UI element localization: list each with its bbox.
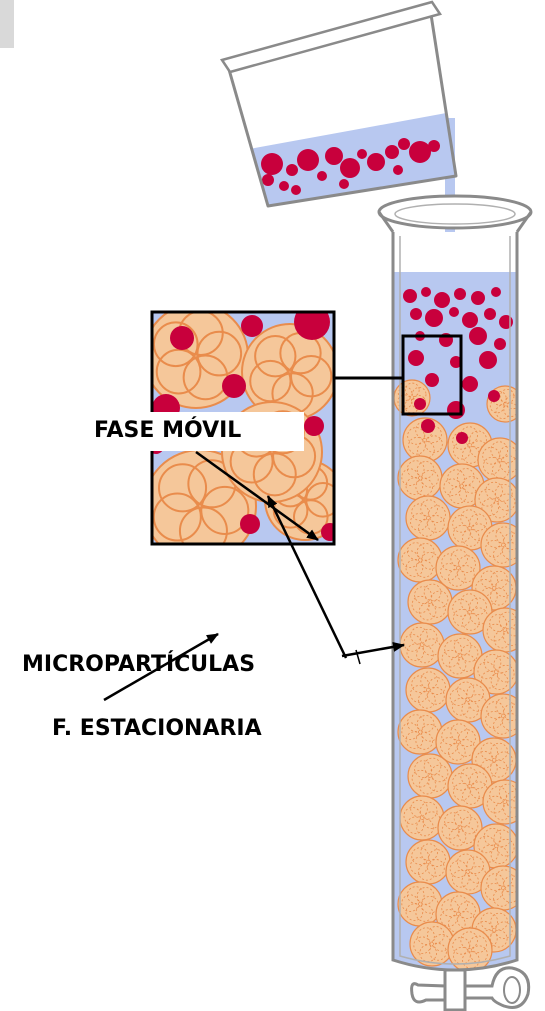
sample-particle — [414, 398, 426, 410]
sample-particle — [488, 390, 500, 402]
packing-particle — [483, 780, 527, 824]
packing-particle — [408, 754, 452, 798]
sample-particle — [456, 432, 468, 444]
microparticles-label: MICROPARTÍCULAS — [22, 652, 255, 677]
sample-particle — [279, 181, 289, 191]
sample-particle — [357, 149, 367, 159]
sample-particle — [421, 287, 431, 297]
sample-particle — [491, 287, 501, 297]
sample-particle — [222, 374, 246, 398]
packing-particle — [400, 796, 444, 840]
packing-particle — [408, 580, 452, 624]
sample-particle — [340, 158, 360, 178]
sample-particle — [398, 138, 410, 150]
packing-particle — [400, 623, 444, 667]
stationary-phase-label: F. ESTACIONARIA — [52, 716, 262, 741]
sample-particle — [241, 315, 263, 337]
sample-particle — [170, 326, 194, 350]
sample-particle — [297, 149, 319, 171]
packing-particle — [398, 710, 442, 754]
sample-particle — [409, 141, 431, 163]
packing-particle — [483, 608, 527, 652]
sample-particle — [462, 312, 478, 328]
sample-particle — [434, 292, 450, 308]
sample-particle — [421, 419, 435, 433]
beaker — [222, 2, 456, 206]
sample-particle — [484, 308, 496, 320]
sample-particle — [410, 308, 422, 320]
packing-microparticles — [394, 380, 527, 972]
packing-particle — [398, 538, 442, 582]
sample-particle — [286, 164, 298, 176]
packing-particle — [478, 438, 522, 482]
sample-particle — [393, 165, 403, 175]
sample-particle — [469, 327, 487, 345]
sample-particle — [261, 153, 283, 175]
packing-particle — [406, 668, 450, 712]
sample-particle — [408, 350, 424, 366]
sample-particle — [240, 514, 260, 534]
sample-particle — [471, 291, 485, 305]
sample-particle — [317, 171, 327, 181]
packing-particle — [406, 840, 450, 884]
mobile-phase-label: FASE MÓVIL — [86, 412, 304, 451]
sample-particle — [325, 147, 343, 165]
sample-particle — [304, 416, 324, 436]
sample-particle — [403, 289, 417, 303]
sample-particle — [499, 315, 513, 329]
sample-particle — [428, 140, 440, 152]
sample-particle — [449, 307, 459, 317]
sample-particle — [479, 351, 497, 369]
sample-particle — [454, 288, 466, 300]
sample-particle — [425, 373, 439, 387]
sample-particle — [425, 309, 443, 327]
stopcock — [412, 968, 529, 1010]
sample-particle — [339, 179, 349, 189]
packing-particle — [398, 882, 442, 926]
sample-particle — [494, 338, 506, 350]
packing-particle — [448, 928, 492, 972]
sample-particle — [462, 376, 478, 392]
sample-particle — [262, 174, 274, 186]
packing-particle — [406, 496, 450, 540]
sample-particle — [367, 153, 385, 171]
packing-particle — [398, 456, 442, 500]
sample-particle — [385, 145, 399, 159]
sample-particle — [291, 185, 301, 195]
glass-column — [379, 196, 531, 972]
sample-particle — [321, 523, 339, 541]
sample-particle — [294, 304, 330, 340]
